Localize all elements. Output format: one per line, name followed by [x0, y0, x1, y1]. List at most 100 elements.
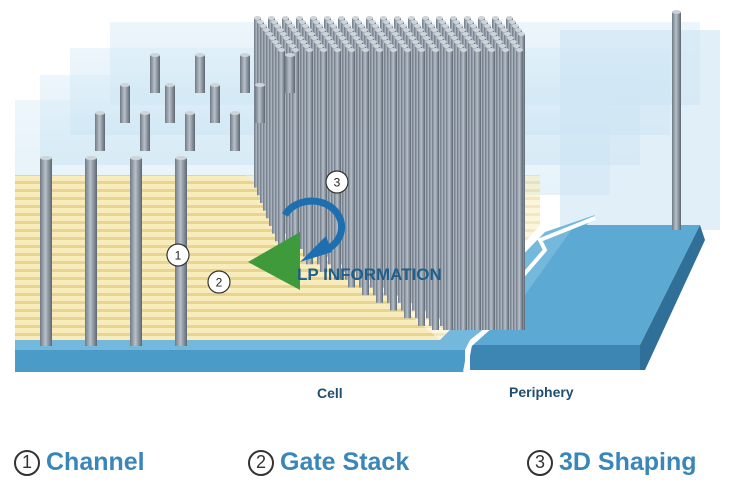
- channel-pillar-cap: [359, 44, 366, 48]
- channel-pillar: [306, 50, 313, 265]
- channel-pillar-cap: [280, 32, 287, 36]
- channel-pillar-cap: [492, 16, 499, 20]
- channel-pillar-cap: [352, 16, 359, 20]
- channel-pillar-cap: [292, 48, 299, 52]
- channel-pillar-cap: [394, 16, 401, 20]
- channel-pillar-cap: [509, 20, 516, 24]
- channel-pillar-cap: [334, 48, 341, 52]
- channel-pillar-cap: [364, 32, 371, 36]
- channel-pillar-cap: [471, 44, 478, 48]
- channel-pillar-cap: [305, 28, 312, 32]
- channel-pillar-cap: [518, 32, 525, 36]
- channel-pillar-cap: [387, 44, 394, 48]
- channel-pillar-cap: [502, 48, 509, 52]
- channel-pillar-cap: [275, 44, 282, 48]
- periphery-label: Periphery: [509, 384, 574, 400]
- channel-pillar-cap: [288, 24, 295, 28]
- channel-pillar-cap: [277, 28, 284, 32]
- channel-pillar-cap: [454, 40, 461, 44]
- legend-label: Channel: [46, 448, 145, 476]
- channel-pillar-cap: [460, 48, 467, 52]
- channel-pillar: [285, 55, 295, 93]
- channel-pillar-cap: [457, 44, 464, 48]
- channel-pillar-cap: [425, 20, 432, 24]
- channel-pillar-cap: [286, 40, 293, 44]
- channel-pillar-cap: [384, 40, 391, 44]
- channel-pillar-cap: [375, 28, 382, 32]
- channel-pillar-cap: [437, 36, 444, 40]
- channel-pillar: [230, 113, 240, 151]
- channel-pillar: [40, 158, 52, 346]
- channel-pillar: [460, 50, 467, 330]
- channel-pillar-cap: [361, 28, 368, 32]
- channel-pillar-cap: [350, 32, 357, 36]
- channel-pillar-cap: [403, 28, 410, 32]
- channel-pillar-cap: [498, 24, 505, 28]
- channel-pillar-cap: [306, 48, 313, 52]
- channel-pillar: [390, 50, 397, 311]
- channel-pillar-cap: [313, 20, 320, 24]
- channel-pillar-cap: [473, 28, 480, 32]
- channel-pillar-cap: [341, 20, 348, 24]
- channel-pillar: [185, 113, 195, 151]
- channel-pillar: [240, 55, 250, 93]
- channel-pillar-cap: [417, 28, 424, 32]
- channel-pillar-cap: [294, 32, 301, 36]
- channel-pillar-cap: [468, 40, 475, 44]
- channel-pillar: [516, 50, 523, 330]
- channel-pillar-cap: [516, 48, 523, 52]
- channel-pillar-cap: [496, 40, 503, 44]
- channel-pillar-cap: [195, 53, 205, 57]
- channel-pillar-cap: [478, 16, 485, 20]
- channel-pillar-cap: [510, 40, 517, 44]
- channel-pillar: [195, 55, 205, 93]
- channel-pillar: [278, 50, 285, 249]
- channel-pillar-cap: [240, 53, 250, 57]
- channel-pillar-cap: [442, 24, 449, 28]
- cell-label: Cell: [317, 385, 343, 401]
- channel-pillar-cap: [386, 24, 393, 28]
- channel-pillar-cap: [285, 20, 292, 24]
- channel-pillar-cap: [185, 111, 195, 115]
- channel-pillar-cap: [347, 28, 354, 32]
- marker-2-number: 2: [216, 276, 223, 290]
- channel-pillar-cap: [456, 24, 463, 28]
- channel-pillar-cap: [429, 44, 436, 48]
- channel-pillar: [255, 85, 265, 123]
- channel-pillar-cap: [210, 83, 220, 87]
- channel-pillar-cap: [390, 48, 397, 52]
- channel-pillar-cap: [448, 32, 455, 36]
- channel-pillar-cap: [408, 16, 415, 20]
- channel-pillar: [376, 50, 383, 303]
- channel-pillar-cap: [356, 40, 363, 44]
- channel-pillar-cap: [366, 16, 373, 20]
- channel-pillar-cap: [345, 44, 352, 48]
- 3d-nand-diagram: LP INFORMATION 1 2 3 Cell Periphery: [15, 10, 720, 401]
- channel-pillar: [334, 50, 341, 280]
- channel-pillar-cap: [411, 20, 418, 24]
- channel-pillar-cap: [476, 32, 483, 36]
- channel-pillar-cap: [453, 20, 460, 24]
- channel-pillar-cap: [414, 24, 421, 28]
- channel-pillar-cap: [263, 28, 270, 32]
- channel-pillar: [418, 50, 425, 326]
- channel-pillar-cap: [436, 16, 443, 20]
- channel-pillar-cap: [451, 36, 458, 40]
- channel-pillar-cap: [339, 36, 346, 40]
- channel-pillar-cap: [355, 20, 362, 24]
- channel-pillar-cap: [308, 32, 315, 36]
- channel-pillar-cap: [401, 44, 408, 48]
- channel-pillar-cap: [230, 111, 240, 115]
- channel-pillar: [165, 85, 175, 123]
- channel-pillar-cap: [415, 44, 422, 48]
- channel-pillar: [348, 50, 355, 288]
- channel-pillar-cap: [482, 40, 489, 44]
- channel-pillar-cap: [378, 32, 385, 36]
- channel-pillar: [404, 50, 411, 319]
- channel-pillar-cap: [434, 32, 441, 36]
- legend-item-channel: 1 Channel: [14, 448, 145, 477]
- channel-pillar-cap: [418, 48, 425, 52]
- channel-pillar-cap: [266, 32, 273, 36]
- channel-pillar-cap: [338, 16, 345, 20]
- watermark-text: LP INFORMATION: [297, 265, 442, 284]
